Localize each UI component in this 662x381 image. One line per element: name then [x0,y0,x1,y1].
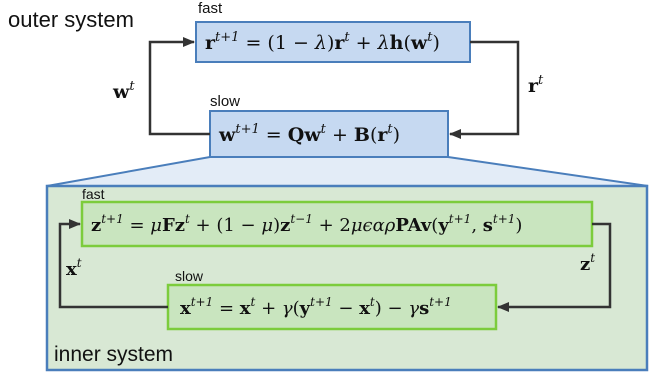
zoom-funnel [46,156,649,187]
outer-left-variable: wt [112,79,135,103]
inner-slow-box [166,283,498,331]
outer-fast-box [195,21,471,63]
inner-slow-tag: slow [175,268,204,284]
outer-fast-equation: rt+1 = (1 − λ)rt + λh(wt) [205,30,440,54]
outer-slow-equation: wt+1 = Qwt + B(rt) [218,122,400,146]
inner-left-arrow [58,219,168,309]
outer-left-arrow [148,37,210,136]
outer-slow-box [209,110,449,158]
inner-system-label: inner system [54,343,173,366]
outer-slow-tag: slow [210,93,240,110]
outer-right-variable: rt [528,73,544,97]
inner-right-variable: zt [580,251,595,275]
outer-right-arrow [449,40,520,139]
outer-system-label: outer system [8,7,134,32]
inner-fast-box [80,200,594,248]
inner-fast-equation: zt+1 = μFzt + (1 − μ)zt−1 + 2μϵαρPAv(yt+… [91,212,522,236]
inner-right-arrow [497,222,612,312]
outer-fast-tag: fast [198,0,223,17]
inner-left-variable: xt [66,256,82,280]
inner-fast-tag: fast [82,186,105,202]
inner-slow-equation: xt+1 = xt + γ(yt+1 − xt) − γst+1 [180,295,452,319]
